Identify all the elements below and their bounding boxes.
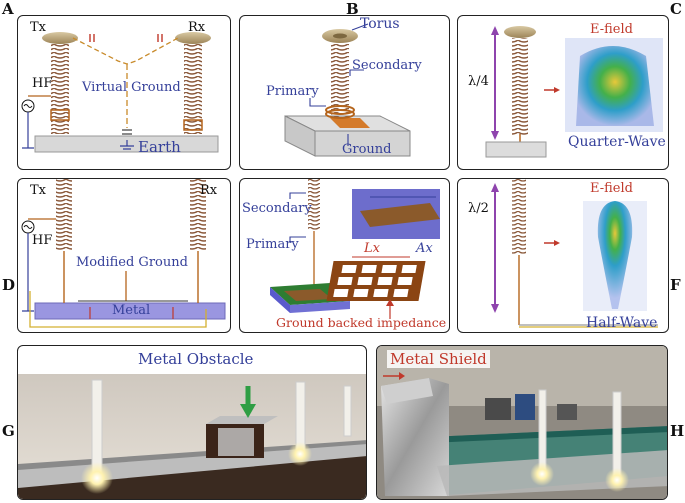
panel-c: λ/4 E-field Quarter-Wave — [457, 15, 669, 170]
secondary-label-e: Secondary — [242, 201, 312, 216]
quarter-wave-label: Quarter-Wave — [568, 134, 666, 150]
metal-obstacle-photo — [18, 374, 366, 499]
panel-e-drawing — [270, 179, 440, 319]
tx-torus — [42, 32, 78, 44]
modified-ground-label: Modified Ground — [76, 255, 188, 270]
panel-a: Tx Rx HF Virtual Ground Earth — [17, 15, 231, 170]
metal-plate — [34, 302, 226, 320]
secondary-coil-icon-e — [308, 179, 320, 231]
tx-coil-icon-d — [56, 179, 72, 251]
panel-label-a: A — [2, 0, 14, 18]
secondary-coil-icon — [331, 43, 349, 118]
panel-c-drawing — [485, 26, 663, 158]
efield-quarter-plot — [576, 46, 654, 126]
tx-label-d: Tx — [30, 183, 47, 198]
hf-label-d: HF — [32, 233, 53, 248]
torus-label: Torus — [360, 16, 400, 32]
ground-label: Ground — [342, 142, 392, 157]
efield-label-c: E-field — [590, 22, 633, 37]
panel-f-drawing — [491, 179, 658, 328]
primary-label-e: Primary — [246, 237, 299, 252]
efield-label-f: E-field — [590, 181, 633, 196]
quarter-wave-coil-icon — [512, 38, 528, 136]
tx-label: Tx — [30, 20, 47, 35]
metal-shield-box — [381, 378, 449, 496]
rx-coil-icon — [184, 44, 202, 134]
panel-label-h: H — [670, 422, 685, 440]
metal-shield-title: Metal Shield — [387, 350, 490, 368]
ground-backed-impedance-label: Ground backed impedance — [276, 315, 447, 330]
hf-label: HF — [32, 76, 53, 91]
panel-label-b: B — [346, 0, 359, 18]
quarter-lambda-label: λ/4 — [468, 74, 489, 89]
lx-label: Lx — [364, 241, 380, 256]
panel-d-drawing — [21, 179, 226, 328]
half-lambda-label: λ/2 — [468, 201, 489, 216]
panel-f: λ/2 E-field Half-Wave — [457, 178, 669, 333]
earth-label: Earth — [138, 138, 181, 156]
efield-half-plot — [597, 201, 633, 309]
rx-label-d: Rx — [200, 183, 218, 198]
panel-a-drawing — [21, 32, 219, 153]
panel-label-c: C — [670, 0, 682, 18]
half-wave-coil-icon — [512, 179, 526, 255]
metal-shield-photo — [377, 346, 667, 499]
panel-b: Torus Secondary Primary Ground — [239, 15, 450, 170]
tx-coil-icon — [51, 44, 69, 134]
panel-label-f: F — [670, 276, 681, 294]
impedance-grid-icon — [326, 261, 426, 301]
primary-label: Primary — [266, 84, 319, 99]
ax-label: Ax — [416, 241, 433, 256]
rx-torus — [175, 32, 211, 44]
secondary-label: Secondary — [352, 58, 422, 73]
virtual-ground-label: Virtual Ground — [82, 80, 181, 95]
rx-coil-icon-d — [190, 179, 206, 251]
panel-g: Metal Obstacle — [17, 345, 367, 500]
panel-h: Metal Shield — [376, 345, 668, 500]
panel-b-drawing — [284, 23, 411, 157]
rx-label: Rx — [188, 20, 206, 35]
metal-obstacle-title: Metal Obstacle — [138, 350, 254, 368]
panel-e: Secondary Primary Lx Ax Ground backed im… — [239, 178, 450, 333]
panel-label-g: G — [2, 422, 15, 440]
green-arrow-icon — [240, 404, 256, 418]
half-wave-label: Half-Wave — [586, 315, 658, 331]
panel-label-d: D — [2, 276, 16, 294]
panel-d: Tx Rx HF Modified Ground Metal — [17, 178, 231, 333]
metal-label: Metal — [112, 303, 151, 318]
